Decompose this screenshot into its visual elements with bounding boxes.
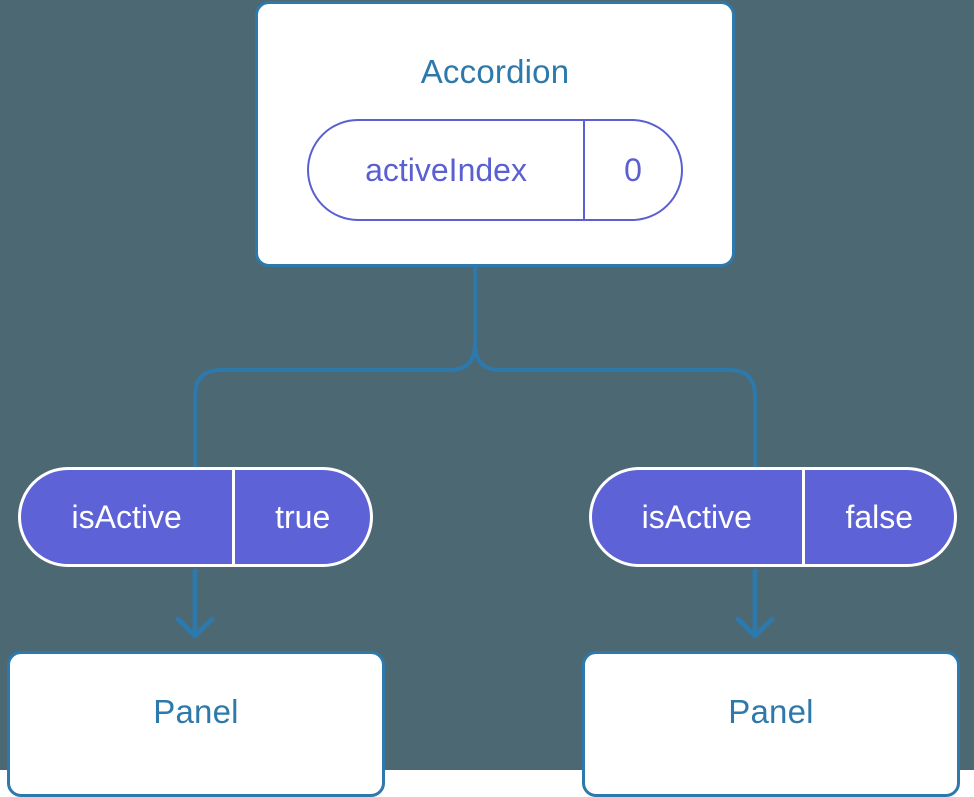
prop-pill-is-active-false-value: false [801,470,955,564]
branch-line-left [193,264,477,469]
prop-pill-is-active-true-key: isActive [71,499,182,535]
state-pill-active-index[interactable]: activeIndex 0 [307,119,683,221]
arrow-head-left-icon [175,616,215,639]
node-panel-left[interactable]: Panel [7,651,385,797]
node-panel-right-title: Panel [728,693,814,730]
branch-line-right [473,264,757,469]
arrow-head-right-icon [735,616,775,639]
prop-pill-is-active-false-key: isActive [641,499,752,535]
prop-pill-is-active-true[interactable]: isActive true [18,467,373,567]
state-pill-active-index-value: 0 [583,121,681,219]
prop-pill-is-active-false[interactable]: isActive false [589,467,957,567]
prop-pill-is-active-true-value: true [232,470,370,564]
node-accordion-title: Accordion [420,53,570,90]
node-panel-right[interactable]: Panel [582,651,960,797]
state-pill-active-index-key: activeIndex [365,152,527,188]
node-panel-left-title: Panel [153,693,239,730]
